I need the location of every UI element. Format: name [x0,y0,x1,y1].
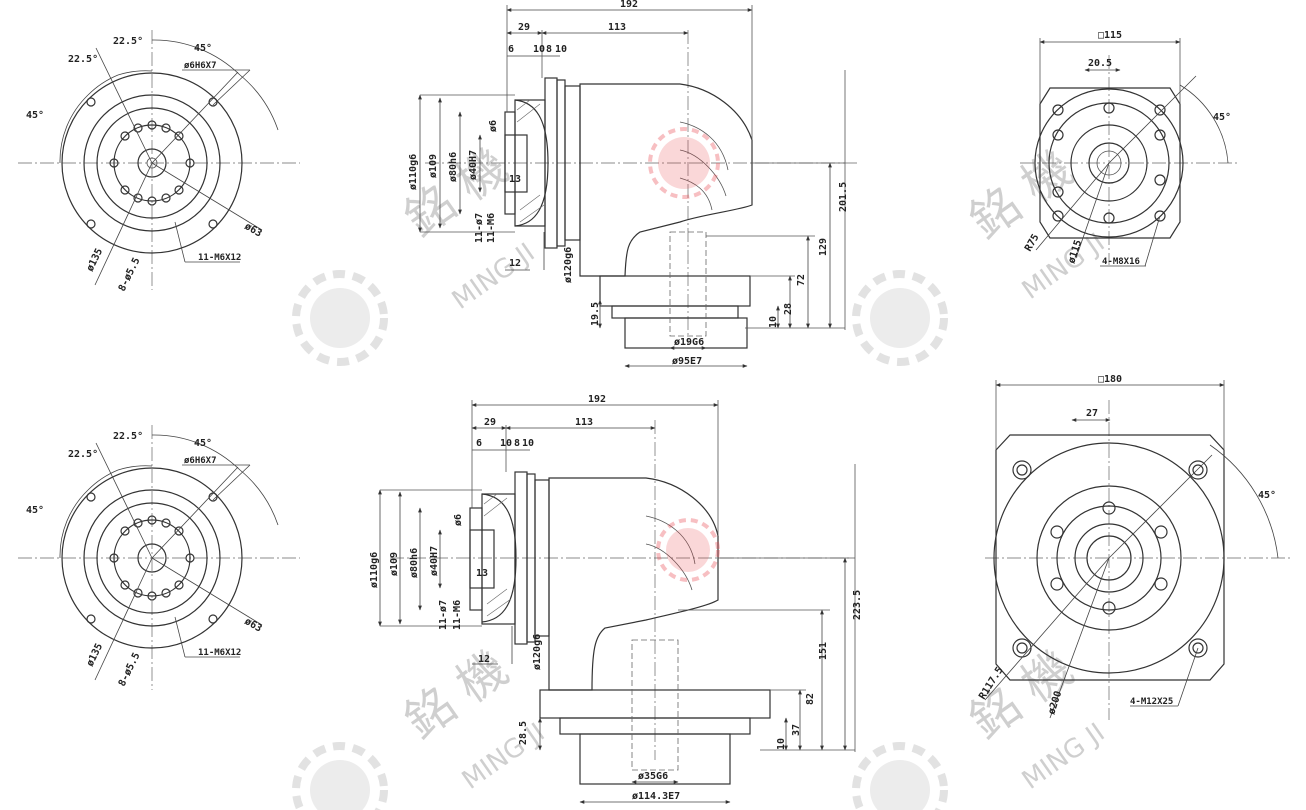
bottom-left-end-view: 22.5° 22.5° 45° 45° ø6H6X7 ø63 ø135 8-ø5… [18,425,300,690]
dim-label: 19.5 [590,302,601,326]
dim-label: 10 [533,44,545,55]
offset-label: 27 [1086,408,1098,419]
holes-label: 4-M8X16 [1102,257,1140,267]
dim-label: 113 [575,417,593,428]
watermark-chars: 銘 機 [395,640,518,750]
dim-label: 6 [476,438,482,449]
dim-label: 192 [588,394,606,405]
dim-label: ø40H7 [468,150,479,180]
dim-label: 82 [805,693,816,705]
bolt-holes [1012,460,1208,658]
dim-label: ø109 [389,552,400,576]
dim-label: ø35G6 [638,771,668,782]
pcd-label: ø63 [243,221,264,240]
dim-label: 6 [508,44,514,55]
dim-label: 37 [791,724,802,736]
dim-label: 10 [776,738,787,750]
angle-label: 22.5° [113,36,143,47]
square-label: □180 [1098,374,1122,385]
offset-label: 20.5 [1088,58,1112,69]
dim-label: ø19G6 [674,337,704,348]
radius-label: R75 [1023,232,1042,253]
dim-label: ø120g6 [563,247,574,283]
dim-label: 11-ø7 [474,213,485,243]
dim-label: ø40H7 [429,546,440,576]
tapped-label: 11-M6X12 [198,253,241,263]
angle-label: 45° [1213,112,1231,123]
dim-label: 11-M6 [452,600,463,630]
dim-label: 129 [818,238,829,256]
dim-label: 13 [509,174,521,185]
square-label: □115 [1098,30,1122,41]
dim-label: 223.5 [852,590,863,620]
dim-label: 10 [500,438,512,449]
dim-label: ø80h6 [448,152,459,182]
logo-icon [656,518,720,582]
watermark-latin: MING JI [457,718,551,796]
dim-label: 72 [796,274,807,286]
holes-label: 4-M12X25 [1130,697,1173,707]
watermark-layer: 銘 機 MING JI 銘 機 MING JI 銘 機 MING JI 銘 機 … [292,138,1111,810]
dim-label: 29 [484,417,496,428]
watermark-chars: 銘 機 [960,140,1083,250]
bottom-front-view: 192 29 113 6 10 8 10 ø110g6 ø109 ø80h6 ø… [369,394,863,804]
logo-icon [648,127,720,199]
dim-label: 13 [476,568,488,579]
dim-label: 151 [818,642,829,660]
angle-label: 45° [1258,490,1276,501]
angle-label: 45° [194,43,212,54]
angle-label: 22.5° [68,449,98,460]
watermark-gear-icon [292,742,388,810]
top-left-end-view: 22.5° 22.5° 45° 45° ø6H6X7 ø63 ø135 8-ø5… [18,30,300,293]
pcd-label: ø63 [243,616,264,635]
dim-label: 8 [514,438,520,449]
dim-label: 11-M6 [486,213,497,243]
angle-label: 22.5° [68,54,98,65]
section-hatch [483,493,512,617]
angle-label: 45° [194,438,212,449]
dim-label: 12 [509,258,521,269]
dim-label: ø80h6 [409,548,420,578]
watermark-gear-icon [292,270,388,366]
top-front-view: 192 29 113 6 10 8 10 ø110g6 ø109 ø80h6 ø… [408,0,860,368]
holes-label: 8-ø5.5 [117,651,143,688]
dim-label: 29 [518,22,530,33]
watermark-latin: MING JI [1017,718,1111,796]
bolt-holes [86,492,218,624]
section-hatch [516,99,545,223]
dim-label: ø120g6 [532,634,543,670]
bolt-holes [1052,102,1166,224]
dim-label: 10 [522,438,534,449]
angle-label: 22.5° [113,431,143,442]
dim-label: 28.5 [518,721,529,745]
dim-label: 12 [478,654,490,665]
watermark-latin: MING JI [447,238,541,316]
dim-label: ø95E7 [672,356,702,367]
dim-label: ø110g6 [408,154,419,190]
dim-label: ø114.3E7 [632,791,680,802]
bolt-holes [86,97,218,229]
top-right-end-view: □115 20.5 45° R75 ø115 4-M8X16 [1020,30,1240,267]
dim-label: 10 [555,44,567,55]
dim-label: 10 [768,316,779,328]
bore-label: ø6H6X7 [184,456,217,466]
bore-label: ø6H6X7 [184,61,217,71]
watermark-gear-icon [852,270,948,366]
dim-label: 113 [608,22,626,33]
dim-label: ø6 [453,514,464,526]
dim-label: 8 [546,44,552,55]
holes-label: 8-ø5.5 [117,256,143,293]
dim-label: ø110g6 [369,552,380,588]
dim-label: 28 [783,303,794,315]
angle-label: 45° [26,110,44,121]
watermark-gear-icon [852,742,948,810]
dim-label: 192 [620,0,638,10]
dim-label: 11-ø7 [438,600,449,630]
dim-label: 201.5 [838,182,849,212]
dim-label: ø109 [428,154,439,178]
tapped-label: 11-M6X12 [198,648,241,658]
dim-label: ø6 [488,120,499,132]
angle-label: 45° [26,505,44,516]
